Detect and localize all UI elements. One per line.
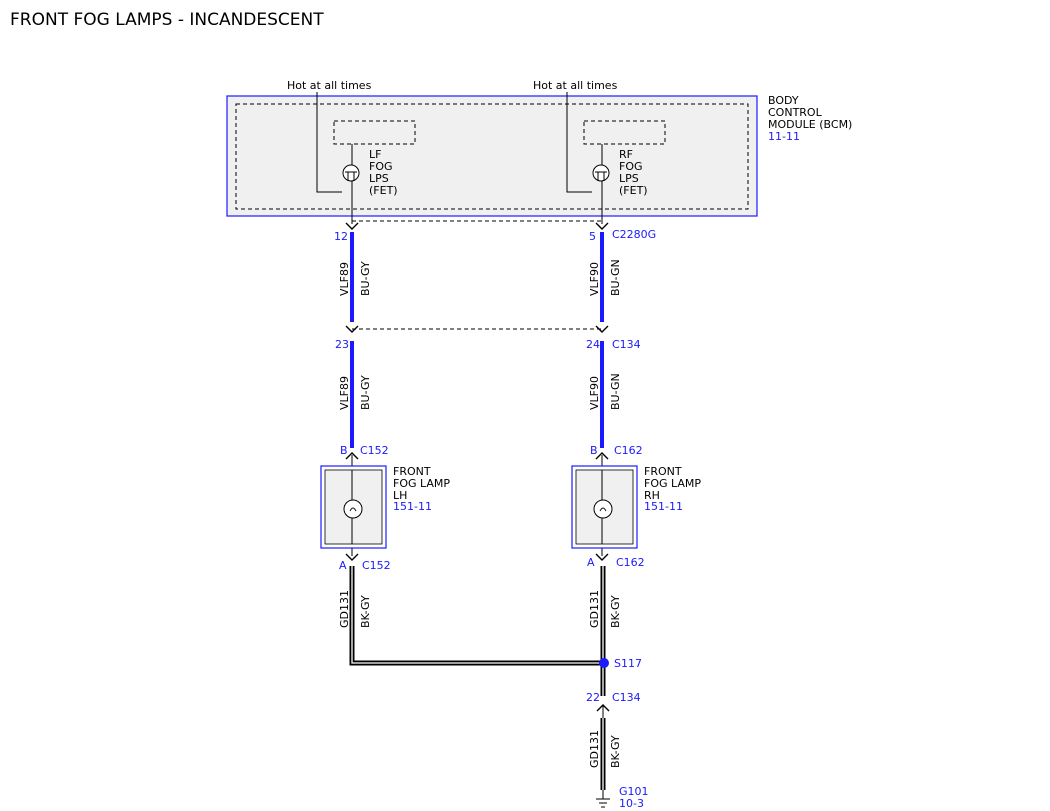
connector-c152-top: C152 (360, 444, 389, 457)
connector-chevron-icon (595, 452, 609, 460)
wire-color-bu-gy-lower: BU-GY (359, 375, 372, 410)
bcm-internal-right (583, 120, 666, 145)
pin-23: 23 (335, 338, 349, 351)
ground-g101-ref: 10-3 (619, 797, 644, 810)
wire-label-vlf90-lower: VLF90 (588, 376, 601, 410)
connector-c134-ground: C134 (612, 691, 641, 704)
lamp-rh-ref: 151-11 (644, 500, 683, 513)
pin-24: 24 (586, 338, 600, 351)
bcm-internal-left (333, 120, 416, 145)
wire-label-gd131-rh: GD131 (588, 590, 601, 628)
hot-label-right: Hot at all times (533, 79, 618, 92)
wire-gd131-lh (349, 566, 604, 666)
wire-color-bk-gy-rh: BK-GY (609, 595, 622, 628)
wire-label-vlf89-upper: VLF89 (338, 262, 351, 296)
pin-12: 12 (334, 230, 348, 243)
connector-c2280g: C2280G (612, 228, 656, 241)
rf-fog-label: RF FOG LPS (FET) (619, 148, 648, 197)
connector-chevron-icon (595, 325, 609, 333)
page-title: FRONT FOG LAMPS - INCANDESCENT (10, 10, 324, 30)
connector-chevron-icon (345, 222, 359, 230)
wire-color-bu-gn-upper: BU-GN (609, 259, 622, 296)
connector-c152-bottom: C152 (362, 559, 391, 572)
power-feed-left (316, 92, 342, 193)
lamp-lh-label: FRONT FOG LAMP LH (393, 465, 454, 502)
wire-label-vlf90-upper: VLF90 (588, 262, 601, 296)
pin-a-lh: A (339, 559, 347, 572)
wire-color-bk-gy-lh: BK-GY (359, 595, 372, 628)
connector-c162-top: C162 (614, 444, 643, 457)
wire-gd131-lh-stripe (351, 566, 604, 664)
bcm-ref: 11-11 (768, 130, 800, 143)
pin-22: 22 (586, 691, 600, 704)
lamp-lh-ref: 151-11 (393, 500, 432, 513)
wire-label-gd131-ground: GD131 (588, 730, 601, 768)
connector-c162-bottom: C162 (616, 556, 645, 569)
power-feed-right (566, 92, 592, 193)
ground-g101-label: G101 (619, 785, 649, 798)
bcm-inner-dashed (235, 103, 749, 210)
connector-c134: C134 (612, 338, 641, 351)
connector-chevron-icon (595, 222, 609, 230)
pin-b-rh: B (590, 444, 598, 457)
pin-5: 5 (589, 230, 596, 243)
splice-s117-label: S117 (614, 657, 642, 670)
bcm-module-box (226, 95, 758, 217)
lf-fog-label: LF FOG LPS (FET) (369, 148, 398, 197)
fet-left-icon (342, 164, 360, 182)
hot-label-left: Hot at all times (287, 79, 372, 92)
bulb-lh-icon (343, 499, 363, 519)
pin-b-lh: B (340, 444, 348, 457)
wire-color-bk-gy-ground: BK-GY (609, 735, 622, 768)
lamp-rh-label: FRONT FOG LAMP RH (644, 465, 705, 502)
bulb-rh-icon (593, 499, 613, 519)
wire-color-bu-gn-lower: BU-GN (609, 373, 622, 410)
connector-chevron-icon (345, 452, 359, 460)
wire-label-gd131-lh: GD131 (338, 590, 351, 628)
connector-chevron-icon (595, 553, 609, 561)
connector-chevron-icon (345, 553, 359, 561)
fet-right-icon (592, 164, 610, 182)
wire-label-vlf89-lower: VLF89 (338, 376, 351, 410)
splice-s117-dot (599, 658, 609, 668)
connector-chevron-icon (596, 704, 610, 712)
bcm-name: BODY CONTROL MODULE (BCM) (768, 94, 852, 131)
ground-icon (596, 790, 610, 808)
wire-color-bu-gy-upper: BU-GY (359, 261, 372, 296)
connector-chevron-icon (345, 325, 359, 333)
pin-a-rh: A (587, 556, 595, 569)
